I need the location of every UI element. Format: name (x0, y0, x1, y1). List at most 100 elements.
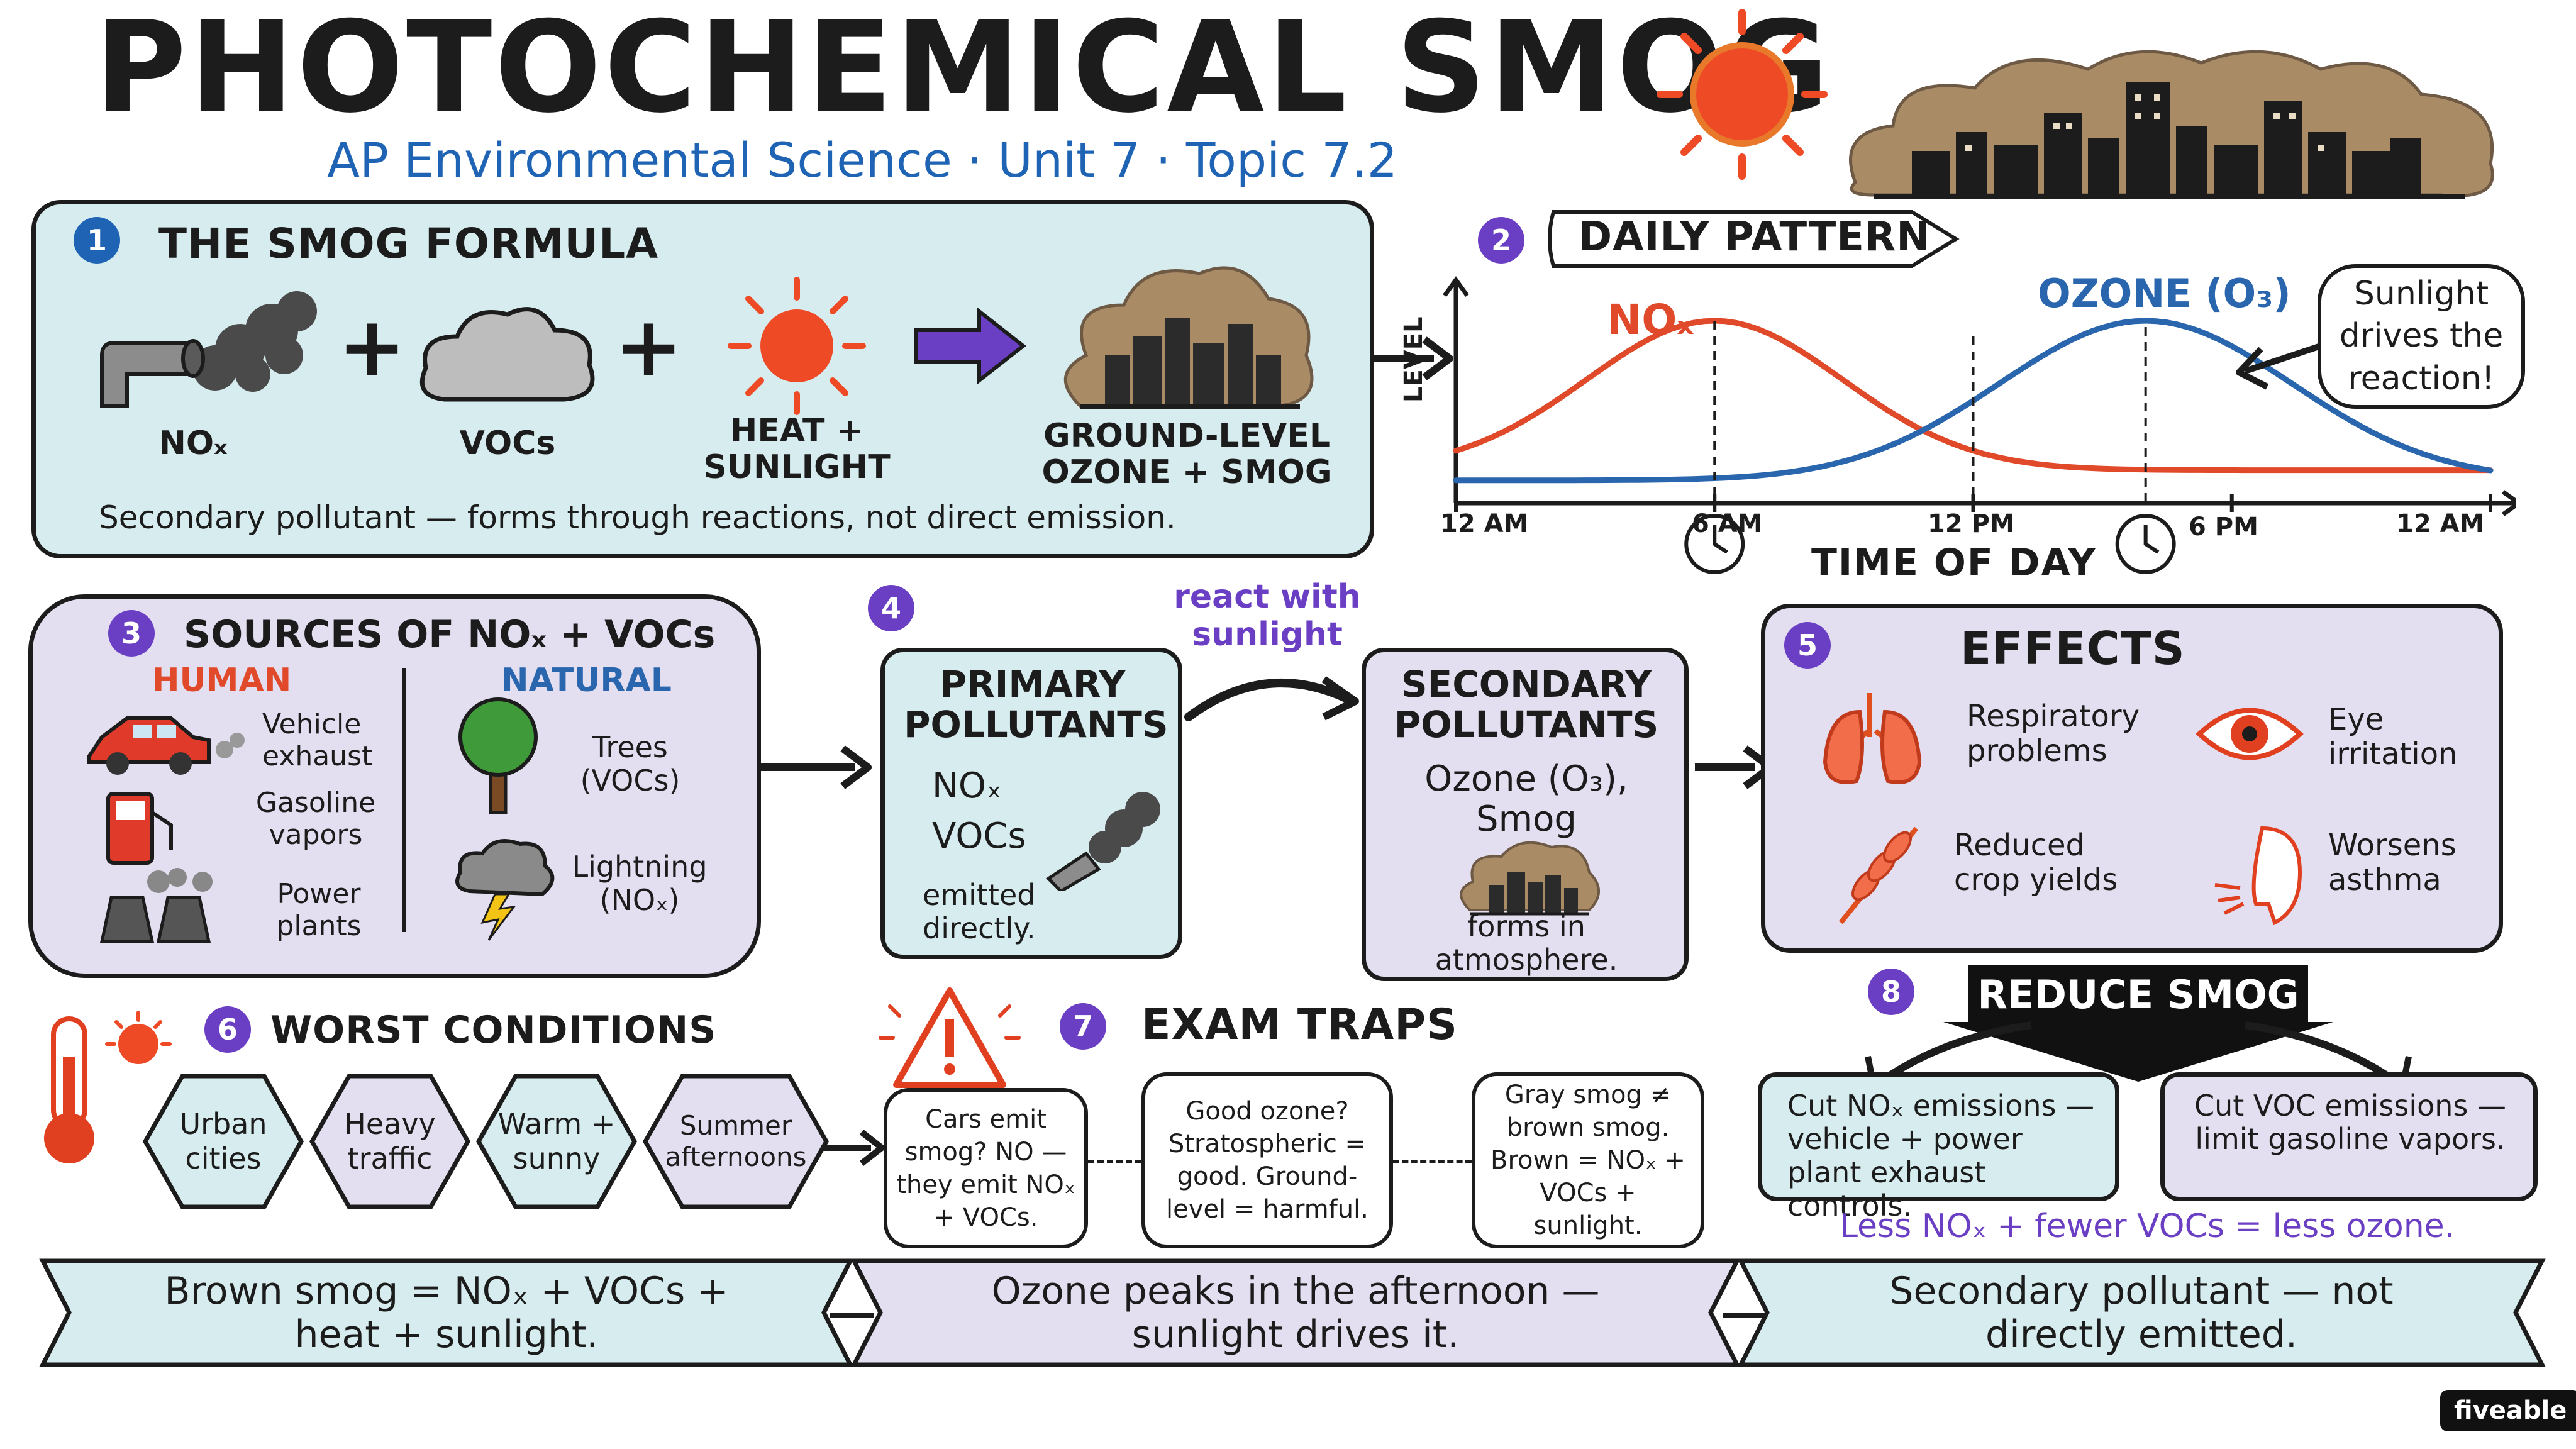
section-number-6: 6 (204, 1006, 251, 1053)
daily-pattern-tag (1548, 210, 1960, 268)
formula-heading: THE SMOG FORMULA (158, 219, 659, 268)
condition-summer-afternoons: Summer afternoons (641, 1072, 830, 1211)
source-lightning: Lightning (NOₓ) (572, 850, 708, 917)
coughing-face-icon (2214, 826, 2302, 926)
arrow-to-chart-icon (1374, 336, 1453, 380)
primary-note: emitted directly. (923, 878, 1036, 945)
banner-connector (1723, 1313, 1767, 1318)
human-title: HUMAN (152, 662, 292, 699)
sources-heading: SOURCES OF NOₓ + VOCs (184, 613, 716, 657)
smog-skyline-icon (1849, 50, 2494, 199)
takeaway-banner: Brown smog = NOₓ + VOCs + heat + sunligh… (38, 1255, 855, 1371)
effects-heading: EFFECTS (1960, 622, 2185, 675)
trap-connector (1088, 1160, 1141, 1163)
condition-label: Summer afternoons (665, 1109, 807, 1172)
effect-respiratory: Respiratory problems (1967, 699, 2140, 769)
reduce-voc-box: Cut VOC emissions — limit gasoline vapor… (2160, 1072, 2538, 1201)
result-label-1: GROUND-LEVEL (1043, 417, 1330, 455)
exam-trap-card: Gray smog ≠ brown smog. Brown = NOₓ + VO… (1472, 1072, 1704, 1248)
heat-label-1: HEAT + (730, 412, 864, 450)
secondary-title: SECONDARY POLLUTANTS (1394, 663, 1659, 746)
power-plant-icon (99, 868, 213, 943)
eye-icon (2196, 708, 2304, 760)
exhaust-pipe-icon (1046, 792, 1160, 891)
sun-heat-icon (728, 277, 866, 415)
vocs-label: VOCs (459, 425, 556, 462)
lightning-cloud-icon (455, 839, 555, 941)
gas-pump-icon (106, 792, 173, 865)
primary-title: PRIMARY POLLUTANTS (904, 663, 1169, 746)
x-tick-label: 12 AM (2396, 509, 2485, 538)
primary-item-nox: NOₓ (932, 765, 1002, 806)
nox-label: NOₓ (158, 425, 228, 462)
source-trees: Trees (VOCs) (580, 730, 680, 797)
trap-connector (1393, 1160, 1472, 1163)
series-label-ozone: OZONE (O₃) (2038, 270, 2291, 316)
section-number-5: 5 (1784, 622, 1831, 669)
section-number-3: 3 (108, 610, 155, 657)
banner-connector (830, 1313, 874, 1318)
plus-sign: + (338, 299, 406, 394)
effect-eye-irritation: Eye irritation (2328, 702, 2458, 772)
callout-arrow-head (2236, 347, 2269, 390)
exhaust-pipe-icon (100, 291, 317, 408)
smog-city-icon (1460, 841, 1600, 916)
conditions-heading: WORST CONDITIONS (270, 1008, 717, 1052)
takeaway-text: Brown smog = NOₓ + VOCs + heat + sunligh… (164, 1269, 729, 1357)
reduce-heading: REDUCE SMOG (1977, 972, 2299, 1018)
condition-label: Urban cities (179, 1106, 267, 1175)
smog-formula-panel: 1 THE SMOG FORMULA NOₓ + VOCs + HEAT + S… (31, 200, 1374, 558)
reduce-note: Less NOₓ + fewer VOCs = less ozone. (1840, 1208, 2455, 1245)
condition-label: Heavy traffic (344, 1106, 436, 1175)
x-axis-arrow (2501, 490, 2516, 516)
primary-pollutants-panel: PRIMARY POLLUTANTS NOₓ VOCs emitted dire… (880, 648, 1182, 959)
section-number-4: 4 (868, 585, 914, 631)
car-icon (87, 716, 245, 775)
section-number-1: 1 (74, 217, 120, 264)
wheat-icon (1838, 826, 1919, 924)
heat-label-2: SUNLIGHT (703, 448, 891, 486)
condition-label: Warm + sunny (497, 1106, 616, 1175)
brand-logo: fiveable (2440, 1390, 2576, 1431)
purple-arrow-icon (914, 307, 1026, 385)
sun-icon (1657, 9, 1828, 180)
source-power-plants: Power plants (276, 878, 362, 942)
x-tick-label: 6 AM (1692, 509, 1763, 538)
daily-pattern-chart (1443, 276, 2516, 574)
lungs-icon (1823, 693, 1922, 784)
result-label-2: OZONE + SMOG (1041, 453, 1332, 491)
sunlight-callout: Sunlight drives the reaction! (2318, 264, 2525, 409)
plus-sign: + (614, 299, 683, 394)
secondary-item: Ozone (O₃), Smog (1424, 758, 1628, 840)
condition-urban-cities: Urban cities (142, 1072, 305, 1211)
takeaway-banner: Secondary pollutant — not directly emitt… (1736, 1255, 2547, 1371)
y-axis-arrow (1443, 276, 1469, 297)
section-number-8: 8 (1868, 969, 1914, 1015)
takeaway-text: Ozone peaks in the afternoon — sunlight … (991, 1269, 1600, 1357)
y-axis-label: LEVEL (1399, 316, 1428, 402)
smog-city-icon (1063, 266, 1314, 409)
curved-arrow-icon (1184, 676, 1359, 721)
natural-title: NATURAL (501, 662, 672, 699)
daily-heading: DAILY PATTERN (1579, 214, 1931, 260)
reduce-nox-box: Cut NOₓ emissions — vehicle + power plan… (1758, 1072, 2119, 1222)
traps-heading: EXAM TRAPS (1141, 1000, 1458, 1050)
section-number-7: 7 (1060, 1003, 1106, 1050)
effects-panel: 5 EFFECTS Respiratory problems Eye irrit… (1761, 604, 2503, 953)
secondary-note: forms in atmosphere. (1435, 909, 1618, 977)
series-label-nox: NOₓ (1607, 296, 1694, 344)
takeaway-banner: Ozone peaks in the afternoon — sunlight … (849, 1255, 1742, 1371)
exam-trap-card: Cars emit smog? NO — they emit NOₓ + VOC… (884, 1088, 1088, 1248)
primary-item-vocs: VOCs (932, 816, 1026, 857)
reduce-nox-text: Cut NOₓ emissions — vehicle + power plan… (1787, 1089, 2095, 1223)
sources-panel: 3 SOURCES OF NOₓ + VOCs HUMAN NATURAL Ve… (28, 594, 761, 978)
source-vehicle-exhaust: Vehicle exhaust (262, 708, 373, 772)
warning-icon (879, 987, 1021, 1088)
x-tick-label: 12 AM (1440, 509, 1529, 538)
react-label: react with sunlight (1174, 578, 1361, 653)
source-gasoline-vapors: Gasoline vapors (255, 787, 376, 851)
reduce-arrow-banner (1943, 965, 2333, 1082)
takeaway-text: Secondary pollutant — not directly emitt… (1889, 1269, 2394, 1357)
x-tick-label: 12 PM (1928, 509, 2015, 538)
section-number-2: 2 (1478, 217, 1524, 264)
